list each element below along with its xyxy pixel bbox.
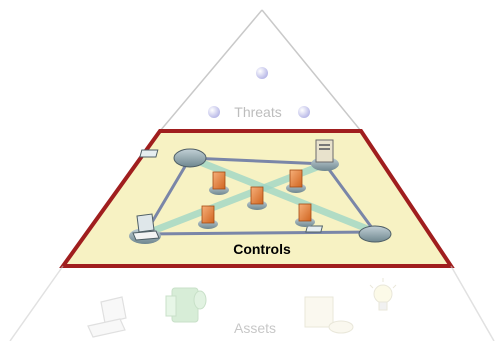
threat-dot-icon [256,67,268,79]
assets-label: Assets [234,320,276,336]
computer-icon [304,296,354,334]
lightbulb-icon [369,278,397,311]
threats-section: Threats [159,9,362,132]
threat-dot-icon [208,106,220,118]
threat-dot-icon [298,106,310,118]
firewall-icon [209,171,229,195]
laptop-icon [129,213,161,244]
router-icon [139,148,207,168]
threats-label: Threats [234,104,281,120]
database-server-icon [165,287,207,323]
firewall-icon [286,169,306,193]
server-icon [311,139,339,171]
controls-section: Controls [59,129,455,268]
controls-label: Controls [233,241,291,257]
router-icon [305,225,392,243]
firewall-icon [247,186,267,210]
firewall-icon [198,205,218,229]
assets-section: Assets [9,265,495,341]
firewall-icon [295,203,315,227]
laptop-icon [87,296,127,338]
